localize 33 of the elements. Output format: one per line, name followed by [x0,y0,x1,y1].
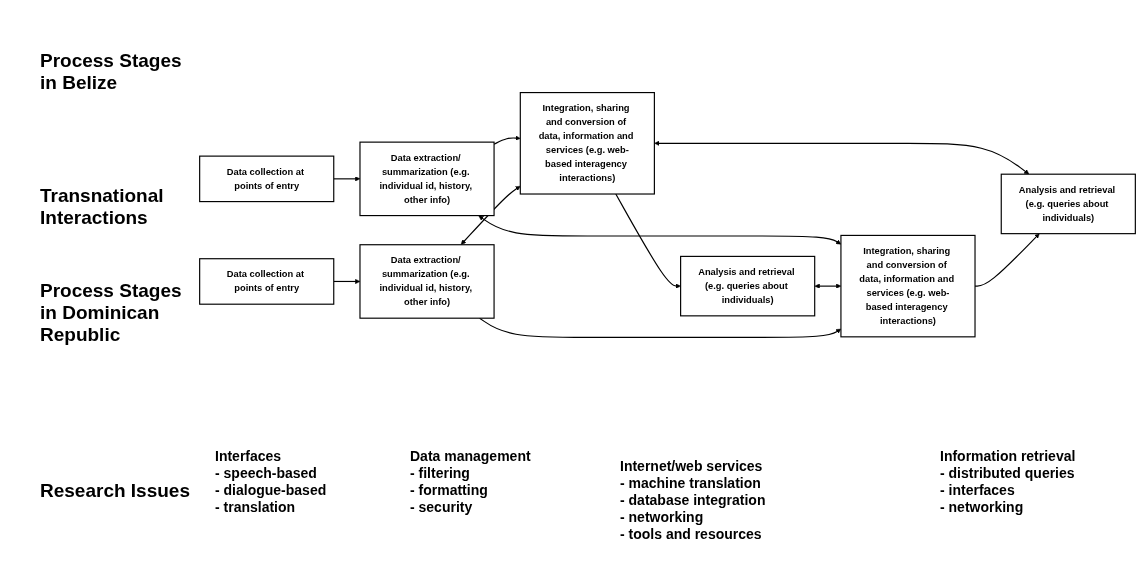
node-box: Data extraction/ summarization (e.g. individual id, history, other info) [359,141,495,217]
topic-item: - networking [940,499,1025,516]
row-label: Transnational Interactions [40,185,165,229]
topic-heading: Data management [410,448,531,465]
topic-item: - speech-based [215,465,318,482]
topic-item: - dialogue-based [215,482,327,499]
topic-item: - filtering [410,465,471,482]
node-box: Analysis and retrieval (e.g. queries about individuals) [1000,173,1136,235]
row-label: Process Stages in Dominican Republic [40,280,183,346]
arrow [615,193,681,289]
topic-item: - distributed queries [940,465,1076,482]
node-box: Data collection at points of entry [199,258,335,305]
topic-item: - security [410,499,474,516]
node-box: Analysis and retrieval (e.g. queries about individuals) [680,255,816,317]
topic-item: - translation [215,499,297,516]
topic-item: - machine translation [620,475,762,492]
arrow [654,140,1030,175]
topic-heading: Interfaces [215,448,283,465]
row-label: Research Issues [40,480,190,502]
node-box: Integration, sharing and conversion of data, information and services (e.g. web-based interagency interactions) [519,92,655,195]
topic-item: - interfaces [940,482,1016,499]
topic-item: - formatting [410,482,489,499]
topic-heading: Internet/web services [620,458,764,475]
row-label: Process Stages in Belize [40,50,183,94]
arrow [493,135,521,145]
topic-heading: Information retrieval [940,448,1076,465]
node-box: Data extraction/ summarization (e.g. individual id, history, other info) [359,244,495,319]
topic-item: - tools and resources [620,526,763,543]
topic-item: - networking [620,509,705,526]
node-box: Data collection at points of entry [199,155,335,203]
topic-item: - database integration [620,492,766,509]
arrow [460,185,521,245]
node-box: Integration, sharing and conversion of data, information and services (e.g. web-based interagency interactions) [840,234,976,338]
